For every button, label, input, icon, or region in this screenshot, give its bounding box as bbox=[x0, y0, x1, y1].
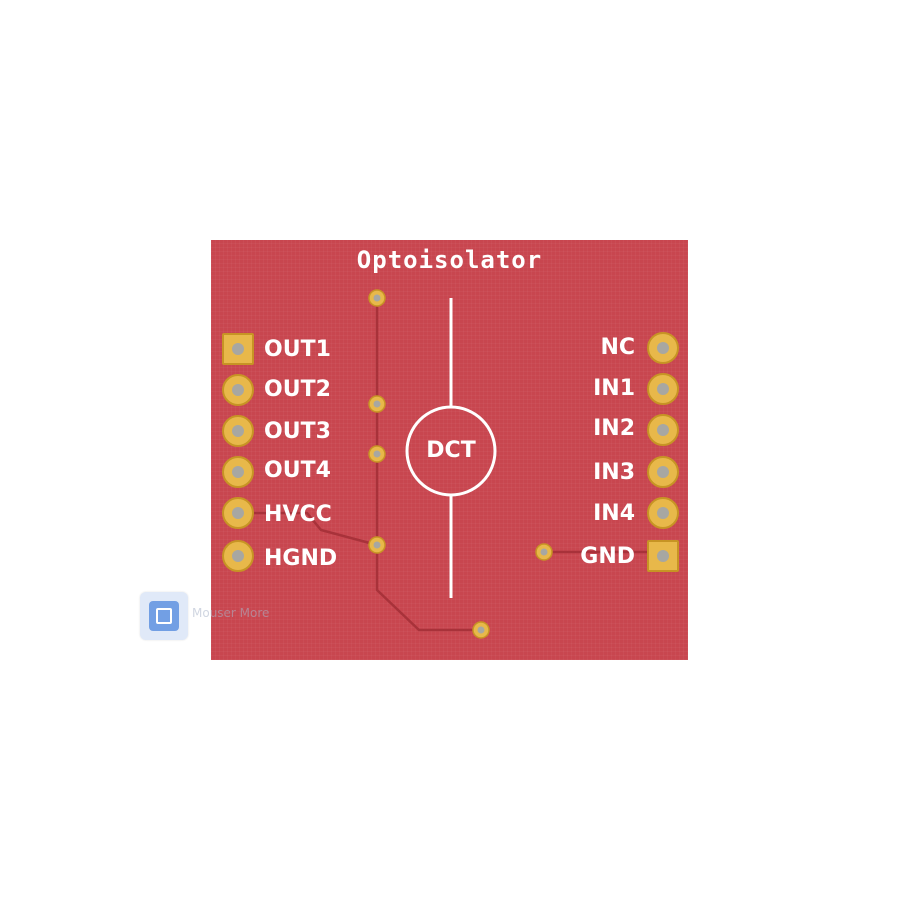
pin-label-hgnd: HGND bbox=[264, 546, 338, 571]
pad-out1 bbox=[222, 333, 254, 365]
pin-label-in1: IN1 bbox=[593, 376, 635, 401]
pin-label-gnd: GND bbox=[580, 544, 635, 569]
pin-label-out1: OUT1 bbox=[264, 337, 331, 362]
pin-label-out3: OUT3 bbox=[264, 419, 331, 444]
pad-in2 bbox=[647, 414, 679, 446]
pad-hvcc bbox=[222, 497, 254, 529]
pad-hgnd bbox=[222, 540, 254, 572]
pad-nc bbox=[647, 332, 679, 364]
pin-label-out2: OUT2 bbox=[264, 377, 331, 402]
trace-hvcc bbox=[237, 511, 378, 547]
pad-in1 bbox=[647, 373, 679, 405]
pin-label-nc: NC bbox=[600, 335, 635, 360]
pin-label-in2: IN2 bbox=[593, 416, 635, 441]
pad-out4 bbox=[222, 456, 254, 488]
pin-label-hvcc: HVCC bbox=[264, 502, 332, 527]
pin-label-in4: IN4 bbox=[593, 501, 635, 526]
pcb-traces bbox=[237, 289, 655, 639]
board-title: Optoisolator bbox=[356, 246, 543, 274]
trace-main bbox=[375, 298, 481, 632]
chip-circle bbox=[405, 405, 497, 497]
pcb-board: Optoisolator DCT OUT1 OUT2 OUT3 OUT4 HVC… bbox=[211, 240, 688, 660]
chip-label: DCT bbox=[426, 438, 476, 463]
pad-in3 bbox=[647, 456, 679, 488]
pad-in4 bbox=[647, 497, 679, 529]
pad-out3 bbox=[222, 415, 254, 447]
chip-badge-icon bbox=[140, 592, 188, 640]
pin-label-out4: OUT4 bbox=[264, 458, 331, 483]
pad-out2 bbox=[222, 374, 254, 406]
pad-gnd bbox=[647, 540, 679, 572]
watermark-text: Mouser More bbox=[192, 606, 270, 620]
pin-label-in3: IN3 bbox=[593, 460, 635, 485]
